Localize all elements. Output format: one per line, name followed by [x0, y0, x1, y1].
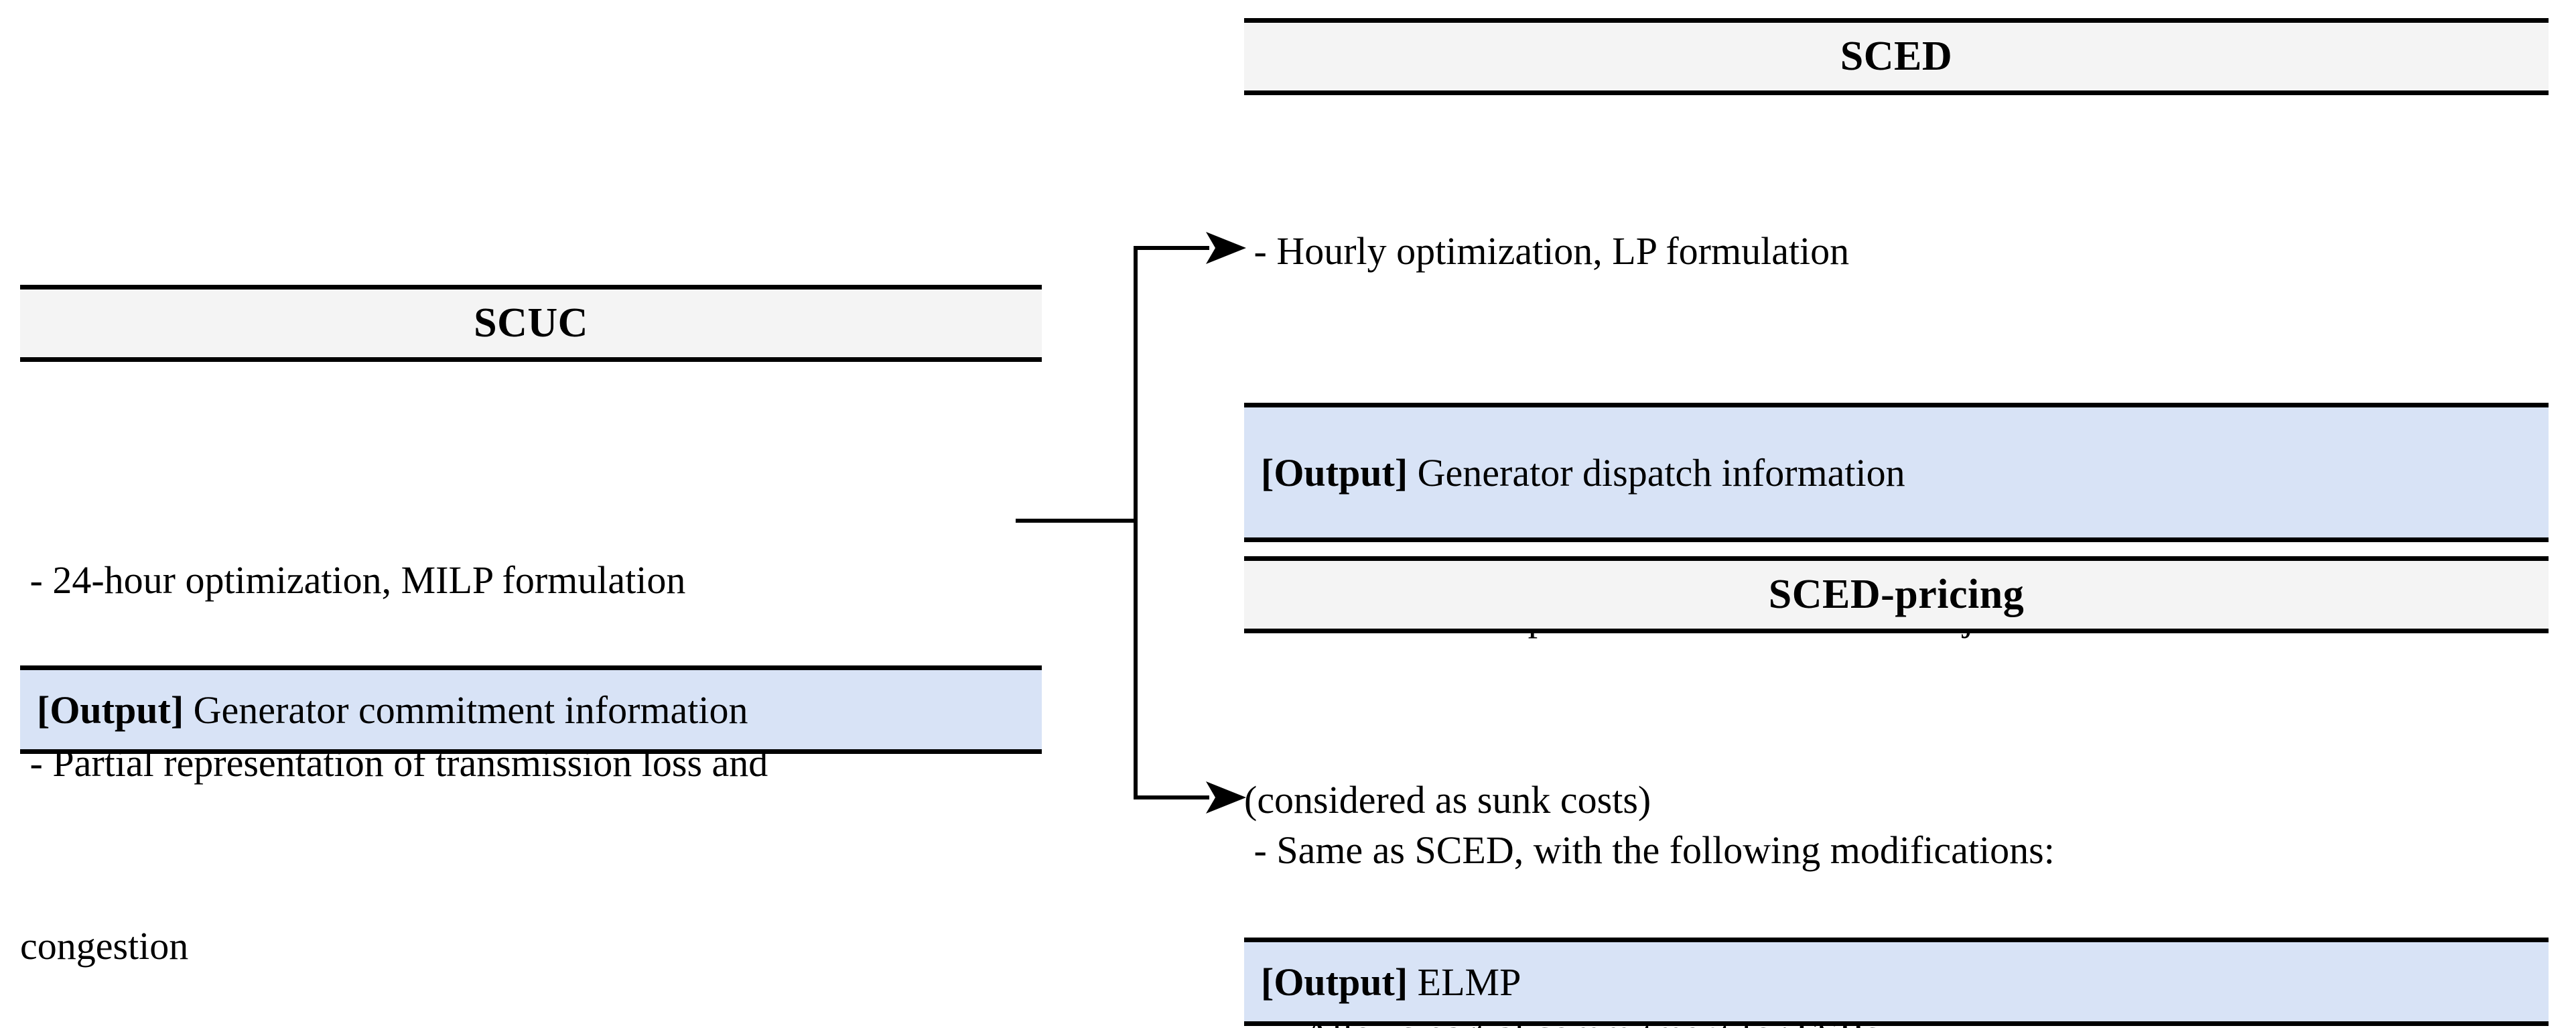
- sced-output-bar: [Output] Generator dispatch information: [1244, 403, 2549, 542]
- sced-pricing-body: - Same as SCED, with the following modif…: [1244, 698, 2576, 1028]
- sced-pricing-header-box: SCED-pricing: [1244, 556, 2549, 633]
- sced-pricing-output-label: [Output]: [1261, 960, 1408, 1004]
- sced-body-line: - Hourly optimization, LP formulation: [1244, 229, 1850, 273]
- sced-title: SCED: [1840, 34, 1953, 79]
- scuc-title: SCUC: [474, 300, 588, 346]
- scuc-body-line: - 24-hour optimization, MILP formulation: [20, 558, 686, 602]
- sced-pricing-output-bar: [Output] ELMP: [1244, 938, 2549, 1026]
- connector-lines: [1016, 232, 1246, 814]
- sced-header-box: SCED: [1244, 18, 2549, 95]
- sced-body-line: (considered as sunk costs): [1244, 778, 1651, 822]
- sced-pricing-title: SCED-pricing: [1768, 572, 2025, 617]
- scuc-output-text: Generator commitment information: [184, 688, 748, 732]
- sced-arrowhead-icon: [1206, 232, 1246, 264]
- scuc-output-bar: [Output] Generator commitment informatio…: [20, 665, 1042, 754]
- scuc-body-line: congestion: [20, 924, 189, 968]
- sced-output-text: Generator dispatch information: [1408, 450, 1905, 495]
- sced-pricing-arrowhead-icon: [1206, 781, 1246, 814]
- scuc-output-label: [Output]: [37, 688, 184, 732]
- sced-output-label: [Output]: [1261, 450, 1408, 495]
- scuc-header-box: SCUC: [20, 285, 1042, 362]
- sced-pricing-body-line: - Same as SCED, with the following modif…: [1244, 828, 2055, 872]
- sced-pricing-output-text: ELMP: [1408, 960, 1521, 1004]
